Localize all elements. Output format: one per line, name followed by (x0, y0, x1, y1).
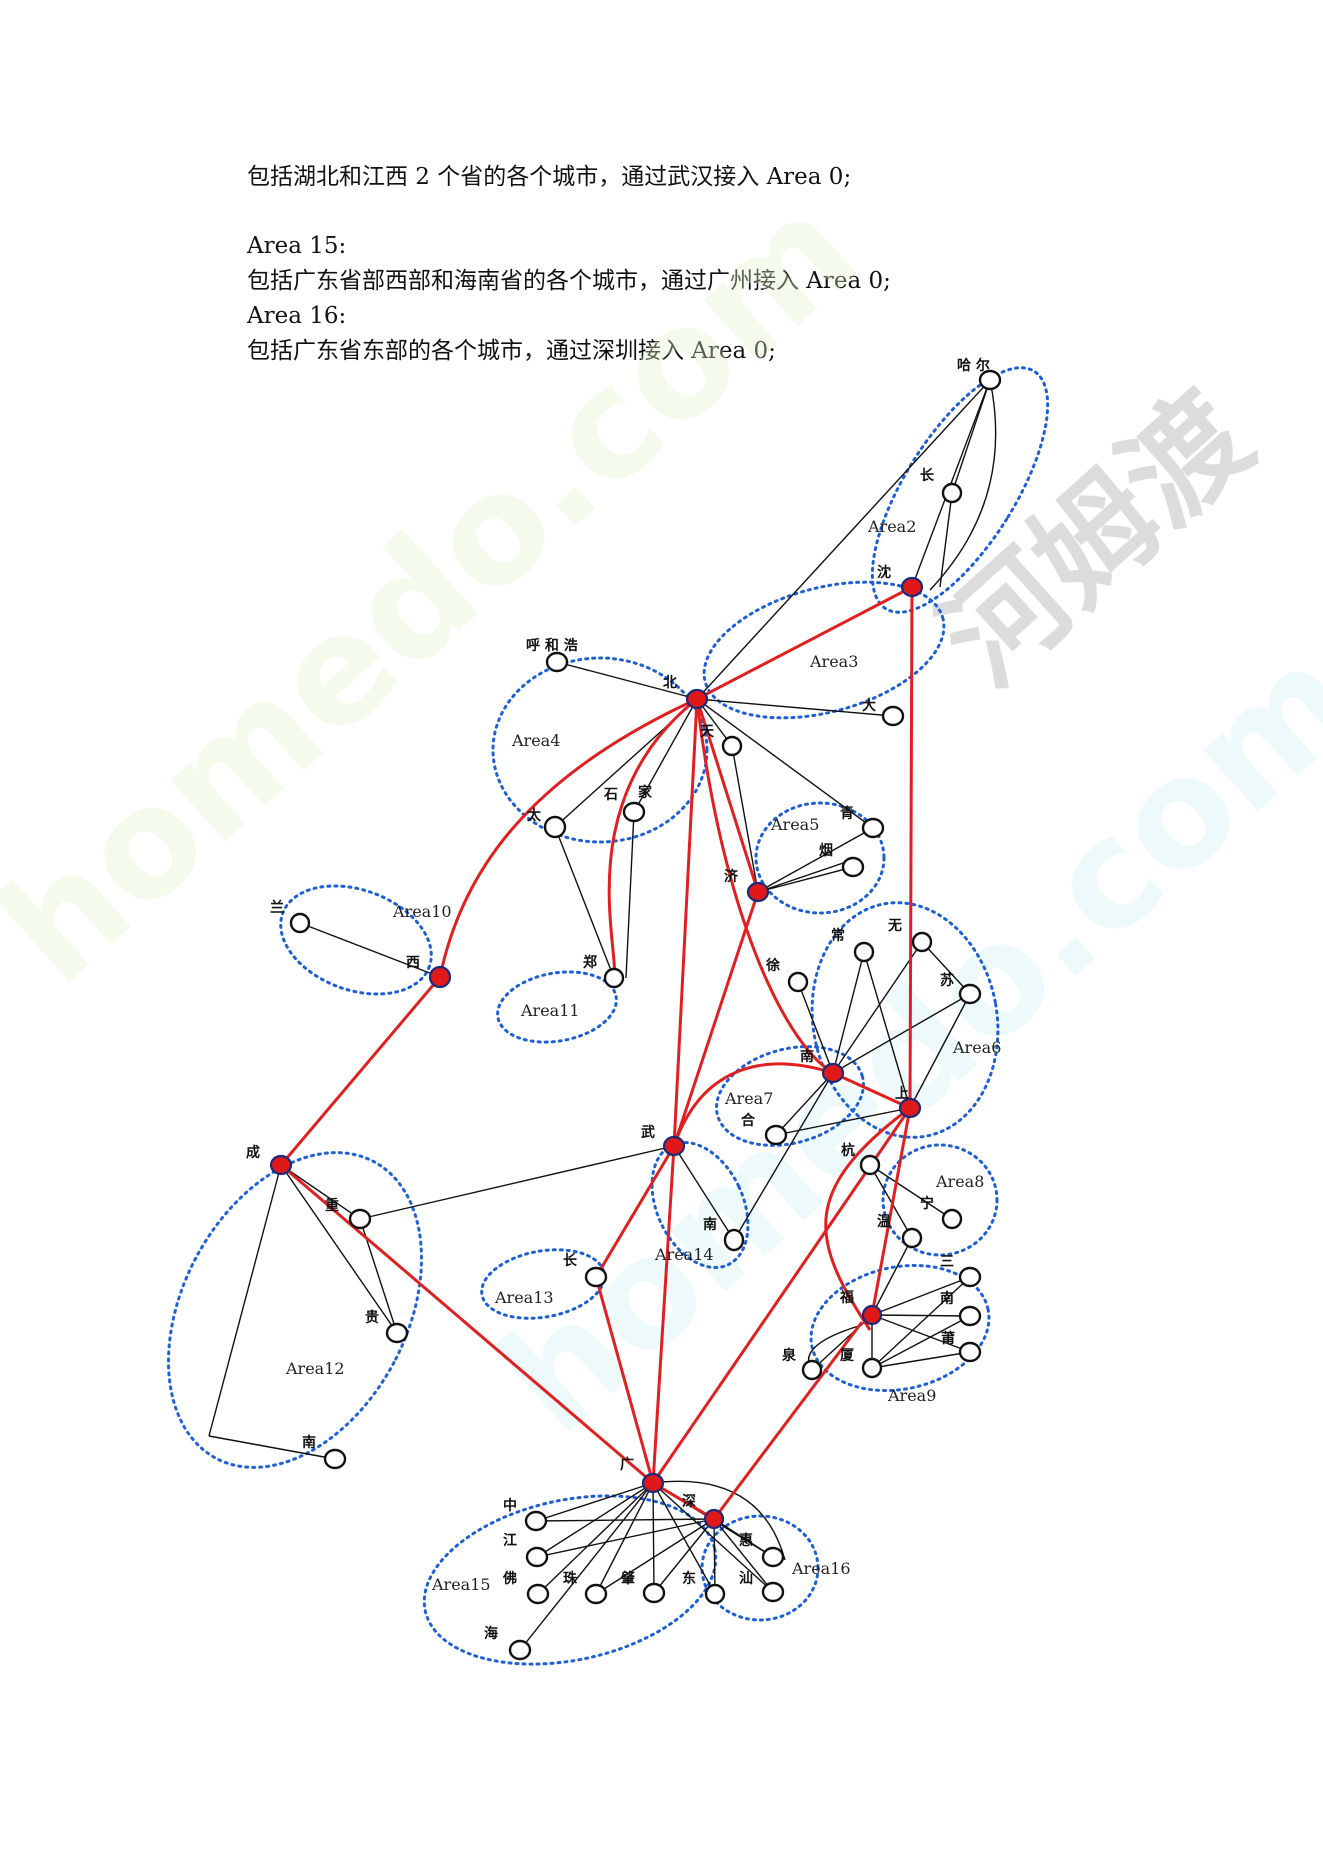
label-nanjing: 南 (800, 1048, 814, 1065)
label-nanning: 南 (302, 1434, 316, 1451)
label-zhuhai: 珠 (563, 1570, 578, 1587)
label-hefei: 合 (741, 1112, 756, 1129)
area6-label: Area6 (952, 1038, 1001, 1057)
label-jinan: 济 (724, 868, 739, 885)
area15-label: Area15 (431, 1575, 491, 1594)
label-changchun: 长 (920, 467, 935, 484)
label-sanming: 三 (940, 1254, 954, 1270)
area11-label: Area11 (520, 1001, 580, 1020)
label-xian: 西 (406, 955, 420, 971)
city-labels: 哈 尔 长 沈 呼 和 浩 北 天 大 太 石 家 济 烟 青 兰 西 郑 徐 … (246, 357, 990, 1642)
backbone-nodes (269, 576, 924, 1530)
area10-boundary (279, 884, 433, 996)
label-chongqing: 重 (325, 1197, 339, 1214)
label-ningbo: 宁 (920, 1195, 934, 1212)
intro-text: 包括湖北和江西 2 个省的各个城市，通过武汉接入 Area 0; Area 15… (247, 160, 1247, 369)
label-guangzhou: 广 (620, 1456, 634, 1473)
area8-boundary (881, 1143, 999, 1257)
area15-description: 包括广东省部西部和海南省的各个城市，通过广州接入 Area 0; (247, 268, 891, 294)
area2-label: Area2 (867, 517, 916, 536)
label-yantai: 烟 (819, 843, 833, 859)
label-haer: 哈 尔 (957, 357, 990, 374)
label-shenzhen: 深 (682, 1493, 696, 1510)
area4-label: Area4 (511, 731, 560, 750)
area10-label: Area10 (392, 902, 452, 921)
label-hangzhou: 杭 (841, 1142, 855, 1159)
label-dalian: 大 (862, 697, 876, 714)
area7-boundary (715, 1045, 865, 1147)
label-quanzhou: 泉 (782, 1347, 797, 1364)
label-zhaoqing: 肇 (621, 1570, 636, 1587)
label-changzhou: 常 (831, 927, 845, 944)
label-putian: 莆 (941, 1330, 955, 1347)
label-beijing: 北 (663, 675, 677, 691)
label-suzhou: 苏 (940, 972, 954, 989)
label-wuxi: 无 (887, 918, 902, 934)
area16-title: Area 16: (247, 303, 347, 329)
label-zhongshan: 中 (503, 1497, 517, 1514)
intra-area-links (208, 379, 997, 1651)
area8-label: Area8 (935, 1172, 984, 1191)
label-changsha: 长 (563, 1252, 578, 1269)
area2-boundary (870, 366, 1050, 614)
label-shantou: 汕 (739, 1570, 753, 1587)
label-foshan: 佛 (502, 1570, 517, 1587)
city-nodes (289, 369, 1002, 1661)
label-zhengzhou: 郑 (583, 954, 597, 971)
area15-title: Area 15: (247, 233, 347, 259)
area-boundaries (167, 366, 1050, 1666)
area14-label: Area14 (654, 1245, 714, 1264)
label-xiamen: 厦 (840, 1348, 855, 1364)
area16-description: 包括广东省东部的各个城市，通过深圳接入 Area 0; (247, 338, 776, 364)
watermark-homedo-right: homedo.com (468, 612, 1323, 1466)
label-haikou: 海 (484, 1625, 498, 1642)
area12-boundary (167, 1151, 423, 1469)
label-shi: 石 (603, 787, 618, 803)
area3-boundary (702, 580, 946, 720)
area9-boundary (809, 1263, 991, 1393)
area4-boundary (491, 656, 709, 844)
label-shanghai: 上 (895, 1086, 909, 1102)
label-jia: 家 (638, 784, 653, 801)
label-dongguan: 东 (682, 1570, 696, 1587)
area7-label: Area7 (724, 1089, 773, 1108)
watermark: homedo.com homedo.com 河姆渡 (0, 162, 1323, 1466)
area11-boundary (496, 970, 618, 1044)
label-wuhan: 武 (641, 1124, 655, 1141)
label-lanzhou: 兰 (270, 899, 284, 916)
label-taiyuan: 太 (527, 807, 542, 824)
area6-boundary (810, 901, 1000, 1139)
area5-boundary (754, 801, 886, 915)
area3-label: Area3 (809, 652, 858, 671)
area5-label: Area5 (770, 815, 819, 834)
area-labels: Area2 Area3 Area4 Area5 Area6 Area7 Area… (285, 517, 1001, 1594)
hubei-jiangxi-line: 包括湖北和江西 2 个省的各个城市，通过武汉接入 Area 0; (247, 164, 852, 190)
label-wenzhou: 温 (877, 1214, 891, 1230)
label-huhehaote: 呼 和 浩 (526, 637, 578, 654)
area9-label: Area9 (887, 1386, 936, 1405)
label-guiyang: 贵 (365, 1309, 379, 1326)
label-xuzhou: 徐 (765, 957, 780, 974)
label-chengdu: 成 (246, 1144, 260, 1161)
label-shenyang: 沈 (877, 564, 891, 581)
label-jiangmen: 江 (503, 1532, 517, 1549)
label-fuzhou: 福 (839, 1289, 854, 1306)
label-nanping: 南 (940, 1290, 954, 1307)
area13-label: Area13 (494, 1288, 554, 1307)
label-nanchang: 南 (703, 1216, 717, 1233)
area16-label: Area16 (791, 1559, 851, 1578)
label-tianjin: 天 (700, 724, 715, 740)
label-qingdao: 青 (840, 805, 854, 822)
area16-boundary (700, 1514, 820, 1622)
label-huizhou: 惠 (739, 1532, 753, 1549)
area12-label: Area12 (285, 1359, 345, 1378)
